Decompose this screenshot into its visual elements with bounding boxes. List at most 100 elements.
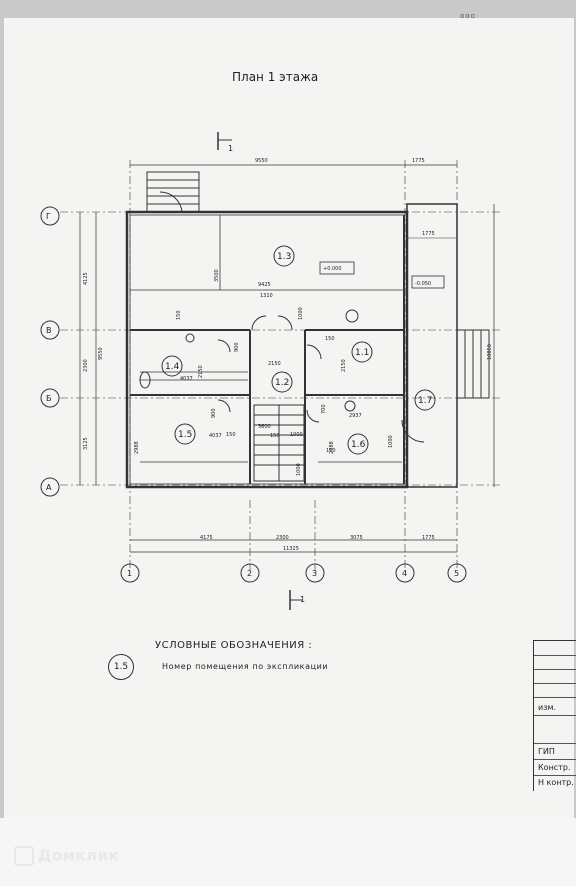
level-box-main	[319, 261, 355, 275]
axis-label-3: 3	[312, 569, 317, 578]
dim-r14-2150: 2150	[198, 365, 204, 378]
axis-bubble-B	[40, 388, 60, 408]
appliance-fixture	[344, 400, 356, 412]
axis-label-V: В	[46, 326, 52, 335]
axis-bubble-4	[395, 563, 415, 583]
dim-r15-4037: 4037	[209, 433, 222, 439]
dim-top-overall: 9550	[255, 158, 268, 164]
dim-bottom-1775: 1775	[422, 535, 435, 541]
level-box-porch	[411, 275, 445, 289]
corner-note: ооо	[460, 12, 476, 20]
sink-fixture	[185, 333, 195, 343]
dim-top-porch: 1775	[412, 158, 425, 164]
room-label-16: 1.6	[351, 440, 366, 450]
dim-1000-a: 1000	[298, 307, 304, 320]
boiler-fixture	[345, 309, 359, 323]
dim-left-3125: 3125	[83, 437, 89, 450]
dim-150-e: 150	[176, 310, 182, 320]
axis-label-G: Г	[46, 212, 51, 221]
dim-r15-2988: 2988	[134, 441, 140, 454]
axis-bubble-A	[40, 477, 60, 497]
plan-title: План 1 этажа	[232, 70, 319, 84]
drawing-sheet	[4, 18, 574, 818]
room-bubble-16	[347, 433, 369, 455]
room-label-15: 1.5	[178, 430, 192, 440]
dim-room-3500: 3500	[214, 269, 220, 282]
stamp-izm: изм.	[538, 703, 557, 712]
stamp-konstr: Констр.	[538, 763, 571, 772]
room-bubble-15	[174, 423, 196, 445]
axis-bubble-5	[447, 563, 467, 583]
room-label-12: 1.2	[275, 378, 289, 388]
door-swing-b1	[251, 315, 267, 331]
room-bubble-17	[414, 389, 436, 411]
bottom-strip	[0, 818, 576, 886]
door-swing-b2	[277, 315, 293, 331]
stamp-nkontr: Н контр.	[538, 778, 574, 787]
room-bubble-14	[161, 355, 183, 377]
title-block: изм. ГИП Констр. Н контр.	[533, 640, 576, 791]
axis-bubble-1	[120, 563, 140, 583]
room-bubble-11	[351, 341, 373, 363]
room-label-13: 1.3	[277, 252, 291, 262]
level-main: +0.000	[323, 266, 342, 272]
legend-symbol: 1.5	[108, 654, 134, 680]
room-bubble-13	[273, 245, 295, 267]
dim-bottom-2300: 2300	[276, 535, 289, 541]
legend-description: Номер помещения по экспликации	[162, 662, 329, 671]
dim-150-c: 150	[326, 448, 336, 454]
section-mark-bottom-label: 1	[300, 595, 305, 604]
room-label-14: 1.4	[165, 362, 180, 372]
dim-bottom-4175: 4175	[200, 535, 213, 541]
dim-150-b: 150	[226, 432, 236, 438]
legend-title: УСЛОВНЫЕ ОБОЗНАЧЕНИЯ :	[155, 640, 313, 651]
axis-label-5: 5	[454, 569, 459, 578]
door-swing-16	[306, 409, 320, 423]
axis-bubble-3	[305, 563, 325, 583]
section-mark-top-label: 1	[228, 144, 233, 153]
level-porch: -0.050	[415, 281, 431, 287]
dim-r11-2150: 2150	[341, 359, 347, 372]
dim-bottom-3075: 3075	[350, 535, 363, 541]
dim-left-4125: 4125	[83, 272, 89, 285]
axis-bubble-V	[40, 320, 60, 340]
watermark-text: Домклик	[38, 846, 120, 865]
dim-900-a: 900	[234, 342, 240, 352]
dim-1000-b: 1000	[296, 463, 302, 476]
watermark: Домклик	[14, 846, 119, 866]
dim-r14-4037: 4037	[180, 376, 193, 382]
axis-label-2: 2	[247, 569, 252, 578]
room-label-11: 1.1	[355, 348, 369, 358]
room-bubble-12	[271, 371, 293, 393]
top-door-swing	[159, 191, 183, 213]
axis-bubble-G	[40, 206, 60, 226]
door-swing-14	[217, 339, 231, 353]
axis-label-1: 1	[127, 569, 132, 578]
stamp-gip: ГИП	[538, 747, 555, 756]
dim-700: 700	[321, 404, 327, 414]
toilet-fixture	[139, 371, 151, 389]
top-entry-stairs	[146, 171, 200, 213]
dim-1310: 1310	[260, 293, 273, 299]
domclick-logo-icon	[14, 846, 34, 866]
porch-area	[406, 203, 458, 488]
dim-stair-1000: 1000	[290, 432, 303, 438]
dim-r16-2988: 2988	[329, 441, 335, 454]
door-swing-15	[217, 399, 231, 413]
room-label-17: 1.7	[418, 396, 432, 406]
axis-label-4: 4	[402, 569, 407, 578]
dim-bottom-total: 11325	[283, 546, 299, 552]
dim-stair-3600: 3600	[258, 424, 271, 430]
dim-left-2300: 2300	[83, 359, 89, 372]
dim-r16-2937: 2937	[349, 413, 362, 419]
dim-1000-c: 1000	[388, 435, 394, 448]
dim-150-d: 150	[270, 433, 280, 439]
dim-inner-top: 1775	[422, 231, 435, 237]
axis-bubble-2	[240, 563, 260, 583]
dim-left-9550: 9550	[98, 347, 104, 360]
dim-right-10850: 10850	[487, 344, 493, 360]
axis-label-A: А	[46, 483, 52, 492]
dim-9425: 9425	[258, 282, 271, 288]
dim-900-b: 900	[211, 408, 217, 418]
